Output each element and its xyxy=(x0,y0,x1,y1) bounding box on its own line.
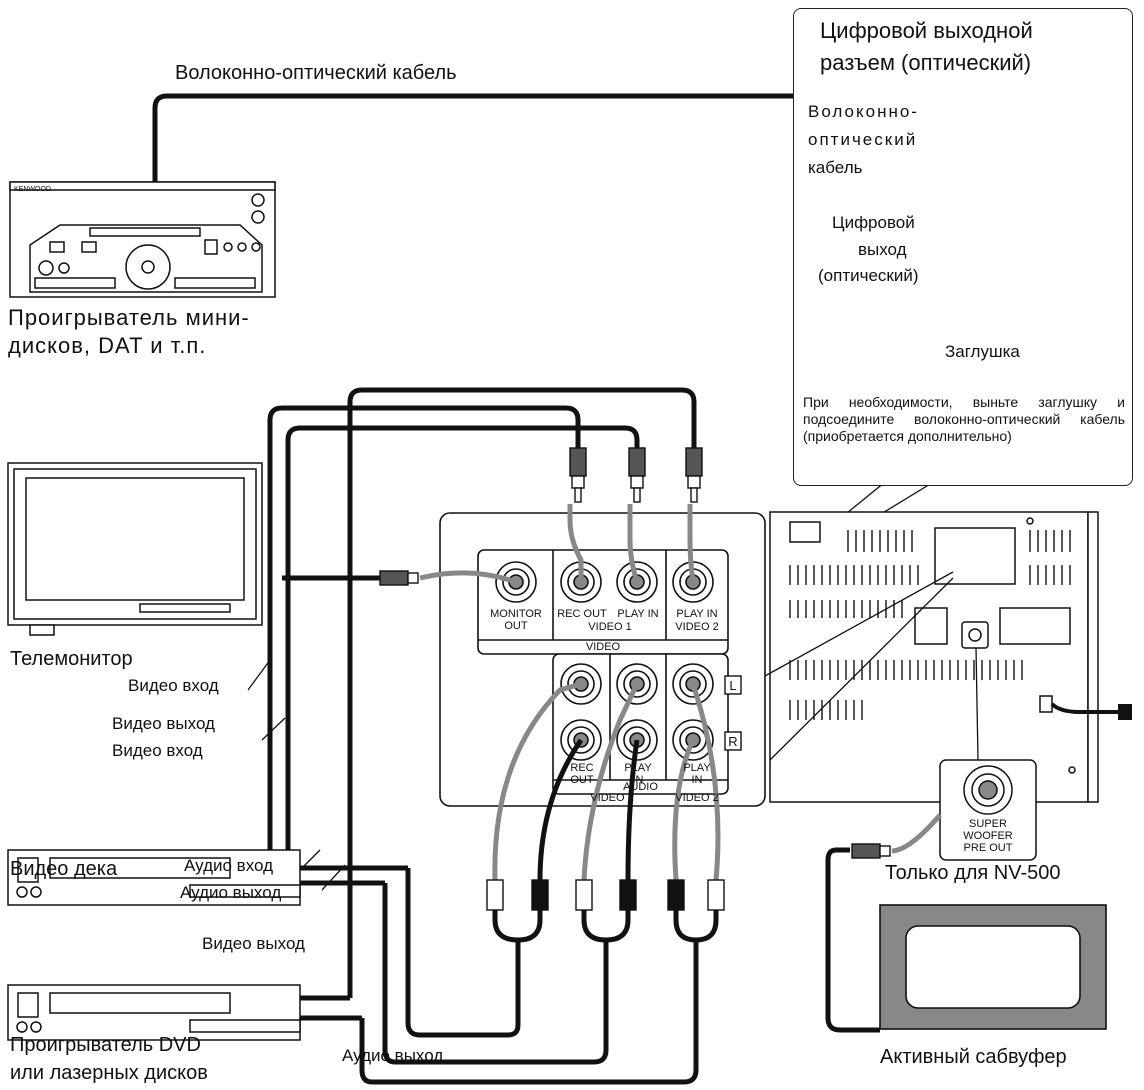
dvd-player xyxy=(7,984,301,1041)
callout-title-2: разъем (оптический) xyxy=(820,50,1032,75)
panel-left: L xyxy=(729,678,737,693)
callout-out-1: Цифровой xyxy=(832,213,915,232)
callout-out-3: (оптический) xyxy=(818,266,919,285)
video-deck xyxy=(7,849,301,906)
panel-audio-video1: VIDEO 1 xyxy=(590,792,634,804)
panel-rec-out: REC OUT xyxy=(557,608,607,620)
rca-plugs-bottom xyxy=(486,879,725,911)
optical-callout xyxy=(793,8,1133,486)
minidisc-brand: KENWOOD xyxy=(14,186,51,193)
video-cables xyxy=(267,387,697,998)
panel-monitor-out: MONITOR OUT xyxy=(490,608,542,632)
callout-title-1: Цифровой выходной xyxy=(820,18,1033,43)
video-in-label-1: Видео вход xyxy=(128,676,219,695)
nv500-label: Только для NV-500 xyxy=(885,862,1061,884)
callout-plug: Заглушка xyxy=(945,342,1020,361)
minidisc-player xyxy=(9,181,276,298)
vcr-label: Видео дека xyxy=(10,858,118,880)
audio-in-label: Аудио вход xyxy=(184,856,274,875)
panel-play-in: PLAY IN xyxy=(617,608,659,620)
callout-note: При необходимости, выньте заглушку и под… xyxy=(803,394,1125,444)
sw-panel-label: SUPER WOOFER PRE OUT xyxy=(963,818,1013,854)
audio-out-label-1: Аудио выход xyxy=(180,883,282,902)
callout-cable-1: Волоконно- xyxy=(808,102,919,121)
video-in-label-2: Видео вход xyxy=(112,741,203,760)
callout-cable-2: оптический xyxy=(808,130,918,149)
panel-video-title: VIDEO xyxy=(585,641,621,653)
panel-audio-play-in: PLAY IN xyxy=(624,762,652,786)
video-out-label-2: Видео выход xyxy=(202,934,305,953)
tv-monitor xyxy=(7,462,263,636)
panel-video1: VIDEO 1 xyxy=(588,621,632,633)
optical-cable-label: Волоконно-оптический кабель xyxy=(175,62,457,84)
panel-audio-title: AUDIO xyxy=(623,781,658,793)
panel-audio-video2: VIDEO 2 xyxy=(675,792,719,804)
grey-cables xyxy=(419,504,721,881)
panel-audio-rec-out: REC OUT xyxy=(570,762,594,786)
callout-cable-3: кабель xyxy=(808,158,863,177)
video-out-label-1: Видео выход xyxy=(112,714,215,733)
vent-slots xyxy=(789,530,1071,720)
dvd-label-1: Проигрыватель DVD xyxy=(10,1034,201,1056)
panel-video2: VIDEO 2 xyxy=(675,621,719,633)
panel-right: R xyxy=(728,734,738,749)
callout-out-2: выход xyxy=(858,240,907,259)
power-cord xyxy=(1050,702,1120,714)
rca-plugs-top xyxy=(569,447,703,503)
subwoofer xyxy=(879,904,1107,1030)
subwoofer-label: Активный сабвуфер xyxy=(880,1046,1067,1068)
minidisc-label: Проигрыватель мини- дисков, DAT и т.п. xyxy=(8,305,250,358)
panel-audio-play-in-2: PLAY IN xyxy=(683,762,711,786)
panel-play-in-2: PLAY IN xyxy=(676,608,718,620)
power-plug-icon xyxy=(1118,704,1132,720)
sw-out-panel xyxy=(939,759,1037,861)
receiver-back-panel xyxy=(769,511,1099,803)
dvd-label-2: или лазерных дисков xyxy=(10,1062,208,1084)
tv-label: Телемонитор xyxy=(10,648,133,670)
audio-out-label-2: Аудио выход xyxy=(342,1046,444,1065)
